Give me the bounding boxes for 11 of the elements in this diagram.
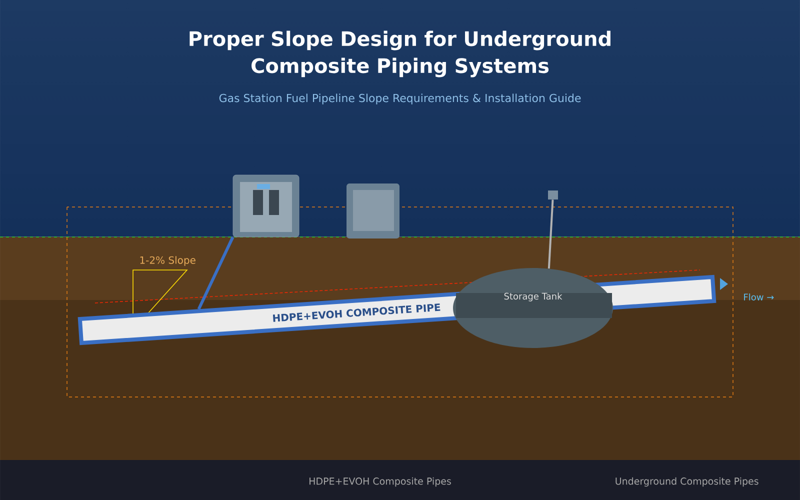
equipment-box	[346, 184, 400, 238]
flow-label: Flow →	[744, 294, 774, 300]
storage-tank: Storage Tank	[453, 268, 613, 348]
subtitle: Gas Station Fuel Pipeline Slope Requirements & Installation Guide	[219, 94, 581, 104]
fuel-dispenser	[232, 174, 300, 238]
footer-text: Underground Composite Pipes	[616, 477, 758, 487]
footer-text: HDPE+EVOH Composite Pipes	[310, 477, 451, 487]
slope-label: 1-2% Slope	[140, 256, 196, 266]
vent-pipe	[548, 200, 554, 269]
title: Proper Slope Design for Underground Composite Piping Systems	[190, 30, 610, 78]
riser-pipe	[197, 236, 234, 310]
